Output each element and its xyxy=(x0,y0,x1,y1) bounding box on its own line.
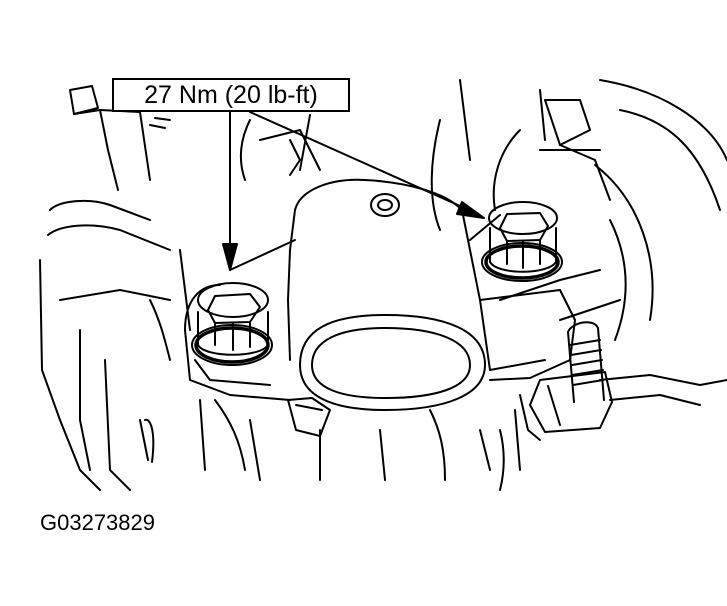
torque-leader-lines xyxy=(222,111,485,271)
right-housing-bolt xyxy=(481,201,563,282)
torque-spec-label: 27 Nm (20 lb-ft) xyxy=(112,78,350,112)
left-housing-bolt xyxy=(191,282,273,366)
engine-block-outline xyxy=(39,79,727,491)
coolant-housing xyxy=(229,178,501,437)
housing-flange xyxy=(184,284,576,401)
threaded-stud xyxy=(514,321,613,471)
figure-code-label: G03273829 xyxy=(40,510,155,535)
